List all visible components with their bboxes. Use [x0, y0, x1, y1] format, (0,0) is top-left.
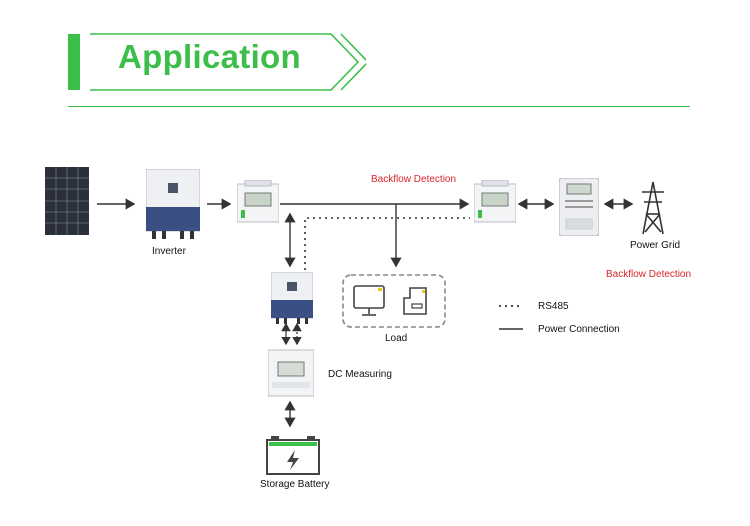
legend-rs485-label: RS485 [538, 301, 569, 312]
appliance-icon [403, 287, 427, 315]
battery-icon [266, 436, 320, 475]
page-title: Application [118, 38, 301, 75]
legend-swatches [499, 305, 523, 330]
inverter-label: Inverter [152, 246, 186, 257]
storage-inverter-icon [271, 272, 313, 324]
backflow-detection-right-label: Backflow Detection [606, 269, 692, 280]
inverter-icon [146, 169, 200, 239]
monitor-icon [353, 285, 385, 316]
storage-battery-label: Storage Battery [260, 479, 330, 490]
rs485-line [304, 217, 470, 276]
backflow-detection-top-label: Backflow Detection [371, 174, 457, 185]
title-divider [68, 106, 690, 107]
power-grid-label: Power Grid [630, 240, 681, 251]
title-accent-bar [68, 34, 80, 90]
energy-meter-icon [237, 180, 279, 223]
load-box [342, 274, 446, 328]
legend-power-label: Power Connection [538, 324, 620, 335]
power-tower-icon [642, 181, 664, 235]
dc-measuring-icon [268, 349, 314, 397]
grid-meter-icon [559, 178, 599, 236]
dc-measuring-label: DC Measuring [328, 369, 392, 380]
solar-panel-icon [45, 167, 89, 235]
backflow-meter-icon [474, 180, 516, 223]
load-label: Load [385, 333, 408, 344]
title-chevron-frame [90, 33, 366, 91]
